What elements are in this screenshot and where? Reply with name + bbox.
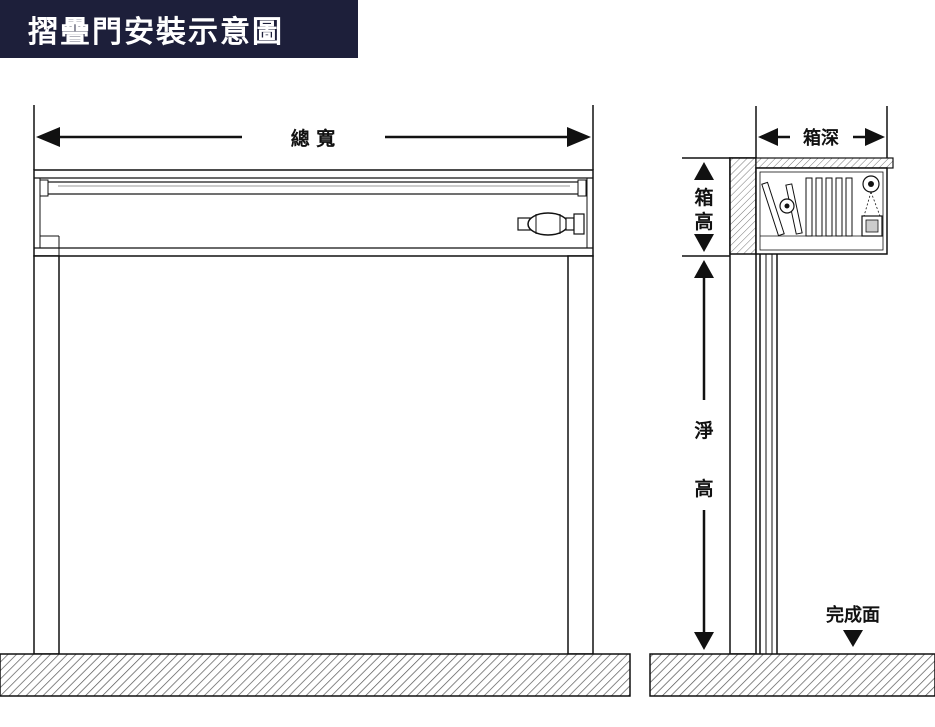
triangle-down-icon [843, 630, 863, 647]
door-track [759, 254, 778, 654]
arrow-left-icon [758, 128, 778, 146]
net-height-dimension: 淨 高 [694, 260, 714, 650]
front-view: 總 寬 [0, 105, 631, 697]
arrow-right-icon [567, 127, 591, 147]
floor-front [0, 653, 631, 697]
arrow-left-icon [36, 127, 60, 147]
net-height-label-2: 高 [694, 477, 713, 500]
total-width-dimension: 總 寬 [36, 127, 591, 150]
right-guide-rail [567, 255, 594, 655]
roller-tube [45, 181, 583, 195]
arrow-up-icon [694, 260, 714, 278]
box-section [755, 167, 888, 255]
wall-lintel [729, 157, 757, 255]
arrow-down-icon [694, 234, 714, 252]
finished-surface-marker: 完成面 [826, 604, 880, 647]
header-box [33, 169, 594, 257]
box-height-label-2: 高 [694, 210, 713, 233]
total-width-label: 總 寬 [291, 127, 336, 150]
arrow-down-icon [694, 632, 714, 650]
ceiling-plate [755, 157, 894, 169]
arrow-up-icon [694, 162, 714, 180]
box-depth-dimension: 箱深 [758, 127, 885, 149]
box-height-dimension: 箱 高 [694, 162, 714, 252]
box-depth-label: 箱深 [803, 127, 839, 149]
side-view: 箱深 [649, 106, 935, 697]
bracket-left [39, 179, 49, 197]
motor-icon [517, 212, 585, 236]
arrow-right-icon [865, 128, 885, 146]
left-guide-rail [33, 255, 60, 655]
box-height-label-1: 箱 [694, 186, 713, 209]
diagram-title: 摺疊門安裝示意圖 [0, 0, 358, 58]
bracket-right [577, 179, 587, 197]
finished-surface-label: 完成面 [826, 604, 880, 626]
floor-side [649, 653, 935, 697]
net-height-label-1: 淨 [694, 419, 713, 442]
